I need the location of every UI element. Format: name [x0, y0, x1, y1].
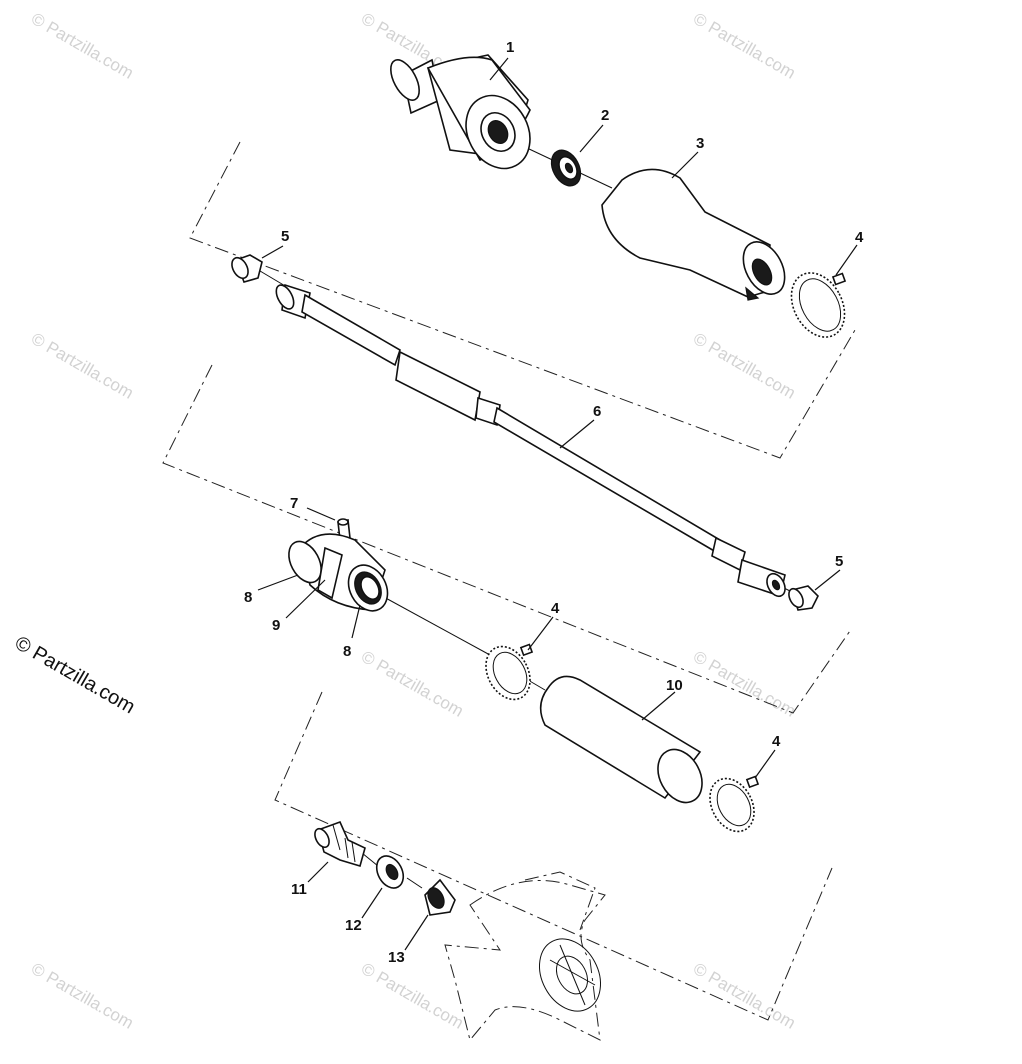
- assembly-line-middle: [162, 364, 853, 714]
- part-9-bearing-housing: [288, 533, 389, 612]
- part-10-hose: [539, 675, 703, 804]
- watermark: © Partzilla.com: [28, 959, 137, 1033]
- assembly-line-bottom: [274, 691, 833, 1021]
- callout-8: 8: [343, 643, 351, 660]
- watermark: © Partzilla.com: [690, 329, 799, 403]
- impeller-hub: [539, 938, 601, 1012]
- callout-6: 6: [593, 403, 601, 420]
- callout-13: 13: [388, 949, 405, 966]
- watermark: © Partzilla.com: [690, 959, 799, 1033]
- callout-10: 10: [666, 677, 683, 694]
- part-4-clamp-bottom: [709, 775, 760, 833]
- callout-2: 2: [601, 107, 609, 124]
- watermark: © Partzilla.com: [358, 959, 467, 1033]
- callout-11: 11: [291, 881, 307, 898]
- callout-8: 8: [244, 589, 252, 606]
- impeller-blade: [524, 871, 596, 931]
- callout-4: 4: [551, 600, 560, 617]
- part-12-washer: [375, 855, 405, 889]
- impeller-hub-inner: [555, 955, 589, 995]
- callout-4: 4: [855, 229, 864, 246]
- callout-7: 7: [290, 495, 298, 512]
- impeller-reference: [444, 871, 606, 1042]
- impeller-blade: [444, 880, 606, 1042]
- part-13-seal: [424, 878, 456, 916]
- part-3-boot: [601, 168, 786, 301]
- assembly-line-top: [189, 141, 856, 459]
- part-1-sleeve: [390, 54, 531, 170]
- axis-line: [527, 679, 546, 691]
- part-6-drive-shaft: [275, 283, 786, 598]
- callout-1: 1: [506, 39, 514, 56]
- callout-5: 5: [835, 553, 843, 570]
- callout-12: 12: [345, 917, 362, 934]
- axis-line: [406, 877, 423, 889]
- callout-5: 5: [281, 228, 289, 245]
- watermark: © Partzilla.com: [358, 647, 467, 721]
- part-5-plug-bottom: [788, 585, 819, 611]
- callout-3: 3: [696, 135, 704, 152]
- axis-line: [381, 595, 491, 656]
- callout-4: 4: [772, 733, 781, 750]
- part-2-washer: [550, 149, 582, 187]
- part-5-plug-top: [231, 254, 263, 283]
- axis-line: [361, 852, 379, 867]
- watermark: © Partzilla.com: [28, 9, 137, 83]
- callout-9: 9: [272, 617, 280, 634]
- assembly-lines: [162, 141, 856, 1021]
- part-11-fitting: [314, 820, 366, 868]
- callout-leaders: [257, 57, 858, 951]
- watermark: © Partzilla.com: [690, 647, 799, 721]
- watermark: © Partzilla.com: [690, 9, 799, 83]
- callout-labels: 1 2 3 4 5 6 5 7 8 9 8 4 10 4 11 12 13: [244, 39, 864, 966]
- watermark: © Partzilla.com: [28, 329, 137, 403]
- part-4-clamp-top: [790, 272, 847, 338]
- part-4-clamp-middle: [485, 643, 534, 701]
